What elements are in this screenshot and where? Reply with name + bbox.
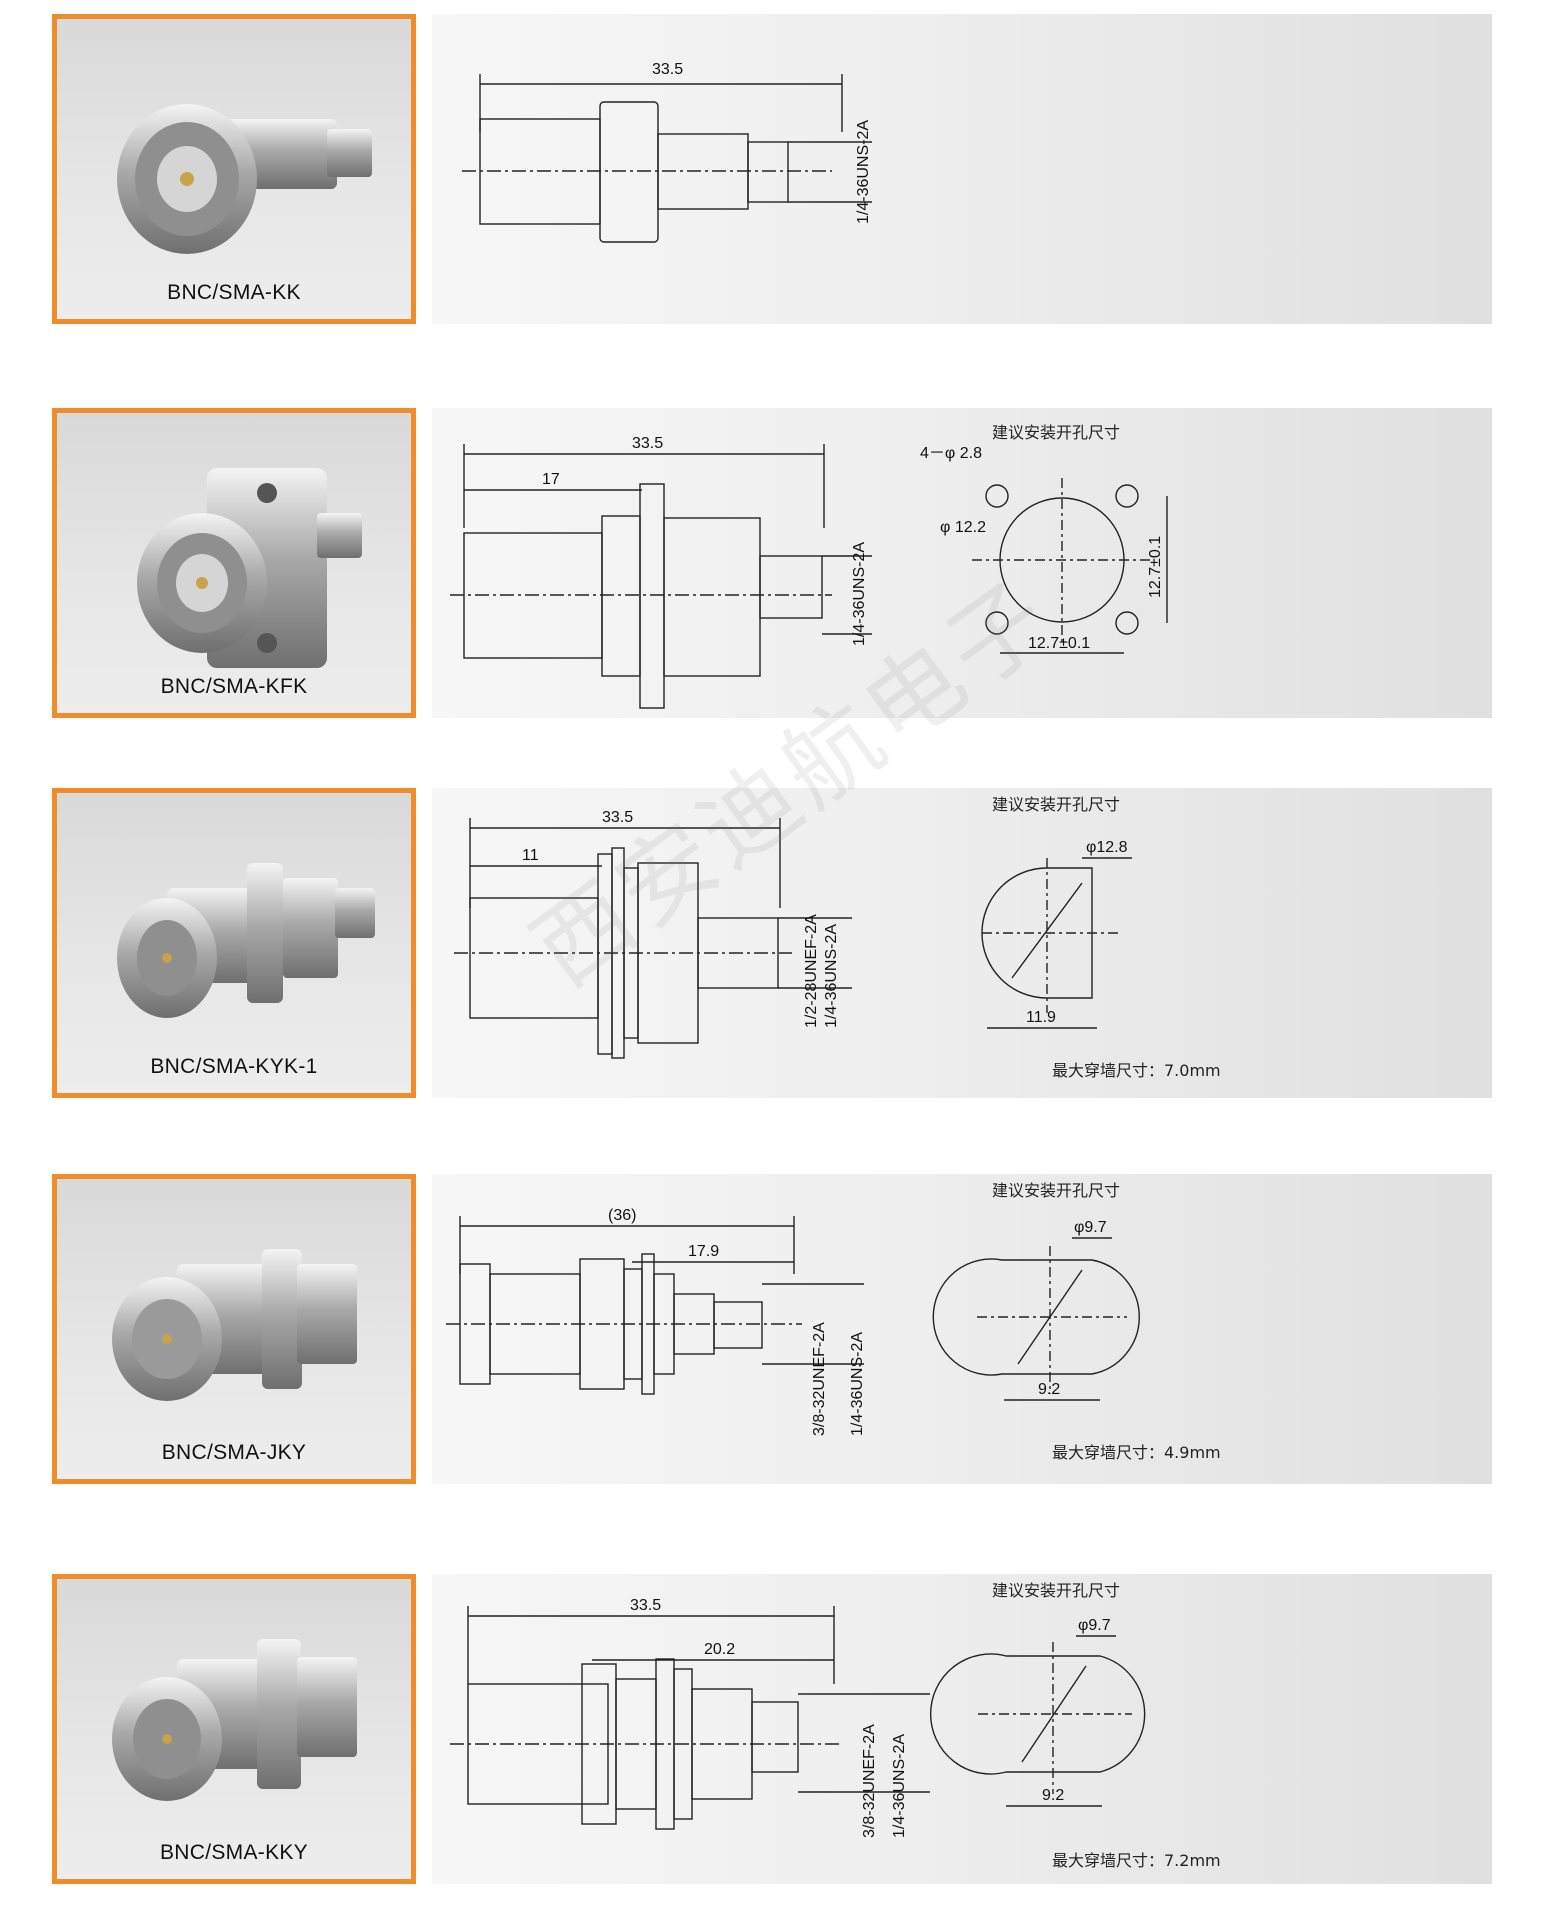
connector-photo	[137, 468, 362, 668]
cutout-flat: 11.9	[1026, 1009, 1056, 1026]
connector-photo	[112, 1639, 357, 1801]
technical-drawing: 33.5 17 1/4-36UNS-2A 建议安装开孔尺寸 4－φ 2.8 φ …	[450, 423, 1168, 709]
cutout-pitch-y: 12.7±0.1	[1147, 536, 1164, 598]
cutout-title: 建议安装开孔尺寸	[992, 795, 1120, 814]
connector-photo	[117, 863, 375, 1018]
product-row-kfk: BNC/SMA-KFK 33.5 17 1/4-36UNS-2A 建议安装开孔尺…	[0, 408, 1545, 724]
dim-flange: 17	[542, 471, 560, 488]
model-label: BNC/SMA-KYK-1	[150, 1055, 318, 1078]
cutout-pitch-x: 12.7±0.1	[1028, 635, 1090, 652]
model-label: BNC/SMA-KKY	[160, 1841, 308, 1864]
cutout-title: 建议安装开孔尺寸	[992, 1181, 1120, 1200]
dim-length: 33.5	[632, 435, 663, 452]
product-photo-frame: BNC/SMA-JKY	[52, 1174, 416, 1484]
technical-drawing: 33.5 1/4-36UNS-2A	[462, 61, 872, 243]
product-row-kk: BNC/SMA-KK 33.5 1/4-36UNS-2A	[0, 14, 1545, 330]
cutout-flat: 9.2	[1042, 1787, 1064, 1804]
max-wall-thickness: 最大穿墙尺寸：4.9mm	[1052, 1443, 1221, 1462]
technical-drawing: 33.5 20.2 3/8-32UNEF-2A 1/4-36UNS-2A 建议安…	[450, 1581, 1221, 1870]
drawing-panel: 33.5 17 1/4-36UNS-2A 建议安装开孔尺寸 4－φ 2.8 φ …	[432, 408, 1492, 718]
dim-panel: 17.9	[688, 1243, 719, 1260]
connector-photo	[117, 104, 372, 254]
dim-thread: 1/4-36UNS-2A	[851, 542, 868, 646]
connector-photo	[112, 1249, 357, 1401]
technical-drawing: 33.5 11 1/2-28UNEF-2A 1/4-36UNS-2A 建议安装开…	[454, 795, 1221, 1080]
cutout-diameter: φ 12.2	[940, 519, 986, 536]
drawing-panel: 33.5 1/4-36UNS-2A	[432, 14, 1492, 324]
cutout-diameter: φ9.7	[1074, 1219, 1107, 1236]
dim-thread-outer: 3/8-32UNEF-2A	[811, 1322, 828, 1436]
cutout-flat: 9.2	[1038, 1381, 1060, 1398]
technical-drawing: (36) 17.9 3/8-32UNEF-2A 1/4-36UNS-2A 建议安…	[446, 1181, 1221, 1462]
dim-thread: 1/4-36UNS-2A	[855, 120, 872, 224]
product-photo-frame: BNC/SMA-KKY	[52, 1574, 416, 1884]
dim-thread-inner: 1/4-36UNS-2A	[849, 1332, 866, 1436]
cutout-holes: 4－φ 2.8	[920, 445, 982, 462]
product-row-kyk-1: BNC/SMA-KYK-1 33.5 11 1/2-28UNEF-2A 1/4-…	[0, 788, 1545, 1104]
cutout-title: 建议安装开孔尺寸	[992, 423, 1120, 442]
max-wall-thickness: 最大穿墙尺寸：7.0mm	[1052, 1061, 1221, 1080]
dim-thread-outer: 3/8-32UNEF-2A	[861, 1724, 878, 1838]
dim-length: (36)	[608, 1207, 636, 1224]
dim-thread-inner: 1/4-36UNS-2A	[891, 1734, 908, 1838]
max-wall-thickness: 最大穿墙尺寸：7.2mm	[1052, 1851, 1221, 1870]
drawing-panel: (36) 17.9 3/8-32UNEF-2A 1/4-36UNS-2A 建议安…	[432, 1174, 1492, 1484]
cutout-diameter: φ12.8	[1086, 839, 1128, 856]
dim-thread-outer: 1/2-28UNEF-2A	[803, 914, 820, 1028]
product-photo-frame: BNC/SMA-KK	[52, 14, 416, 324]
model-label: BNC/SMA-JKY	[161, 1441, 307, 1464]
dim-panel: 20.2	[704, 1641, 735, 1658]
dim-length: 33.5	[652, 61, 683, 78]
cutout-title: 建议安装开孔尺寸	[992, 1581, 1120, 1600]
dim-panel: 11	[522, 847, 539, 864]
drawing-panel: 33.5 11 1/2-28UNEF-2A 1/4-36UNS-2A 建议安装开…	[432, 788, 1492, 1098]
cutout-diameter: φ9.7	[1078, 1617, 1111, 1634]
dim-thread-inner: 1/4-36UNS-2A	[823, 924, 840, 1028]
dim-length: 33.5	[602, 809, 633, 826]
model-label: BNC/SMA-KFK	[160, 675, 308, 698]
product-row-kky: BNC/SMA-KKY 33.5 20.2 3/8-32UNEF-2A 1/4-…	[0, 1574, 1545, 1890]
product-row-jky: BNC/SMA-JKY (36) 17.9 3/8-32UNEF-2A 1/4-…	[0, 1174, 1545, 1490]
drawing-panel: 33.5 20.2 3/8-32UNEF-2A 1/4-36UNS-2A 建议安…	[432, 1574, 1492, 1884]
dim-length: 33.5	[630, 1597, 661, 1614]
model-label: BNC/SMA-KK	[167, 281, 301, 304]
product-photo-frame: BNC/SMA-KYK-1	[52, 788, 416, 1098]
product-photo-frame: BNC/SMA-KFK	[52, 408, 416, 718]
